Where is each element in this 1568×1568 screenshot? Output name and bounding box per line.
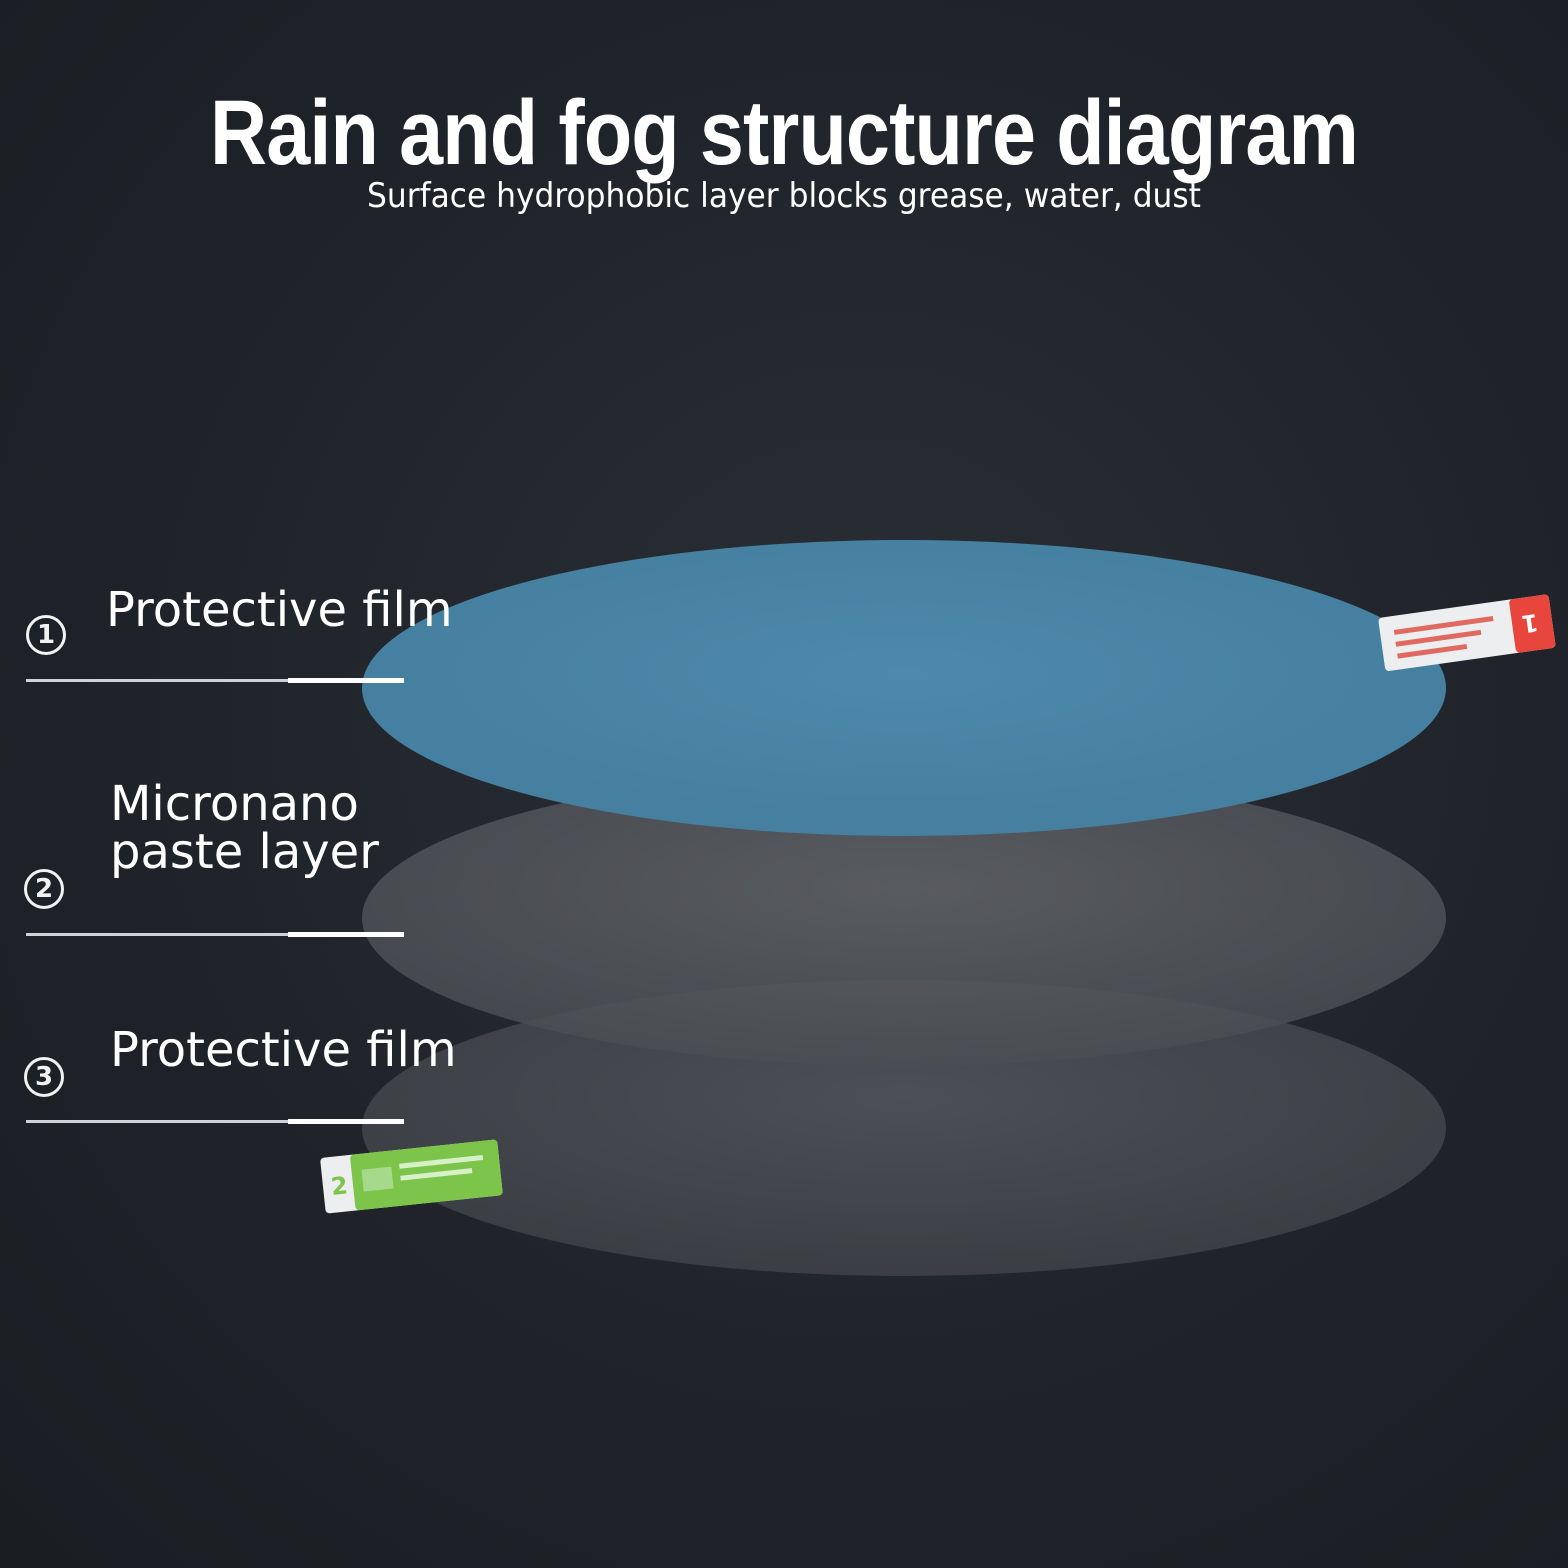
layer-1-number-badge: 1 <box>26 615 66 655</box>
diagram-subtitle: Surface hydrophobic layer blocks grease,… <box>367 176 1201 216</box>
diagram-title: Rain and fog structure diagram <box>210 82 1359 184</box>
layer-1-leader-line <box>26 678 404 683</box>
layer-3-leader-line <box>26 1119 404 1124</box>
peel-tab-top: 1 <box>1378 594 1556 671</box>
tab-top-number: 1 <box>1520 608 1540 638</box>
layer-1-film <box>362 540 1446 836</box>
tab-bottom-number: 2 <box>330 1171 350 1201</box>
layer-2-leader-line <box>26 932 404 937</box>
layer-3-number-badge: 3 <box>24 1057 64 1097</box>
layer-2-label-line-2: paste layer <box>110 824 379 880</box>
layer-3-label: Protective film <box>110 1022 457 1078</box>
layer-2-paste <box>362 770 1446 1066</box>
layer-2-number-badge: 2 <box>24 869 64 909</box>
layer-3-film <box>362 980 1446 1276</box>
peel-tab-bottom: 2 <box>320 1139 503 1214</box>
layer-1-label: Protective film <box>106 582 453 638</box>
layer-2-label: Micronano paste layer <box>110 780 379 876</box>
layer-2-label-line-1: Micronano <box>110 776 359 832</box>
